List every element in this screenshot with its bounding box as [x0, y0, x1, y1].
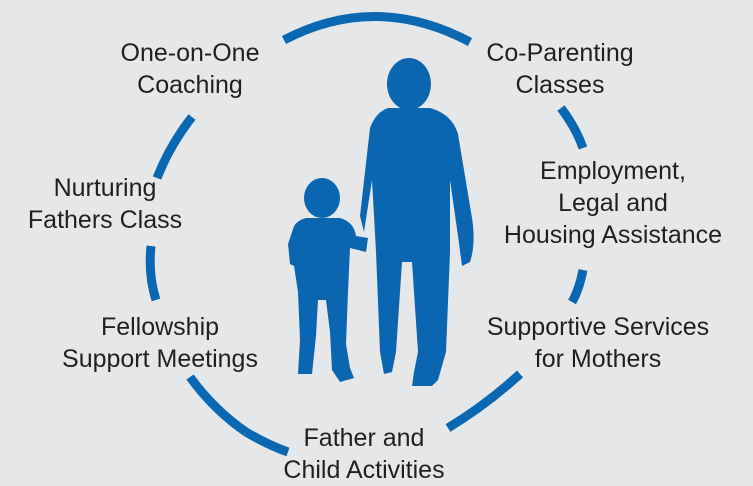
service-father-child-activities: Father and Child Activities — [254, 422, 474, 486]
service-label-line: Co-Parenting — [486, 39, 634, 67]
service-nurturing-fathers-class: Nurturing Fathers Class — [10, 172, 200, 236]
dashed-ring — [145, 12, 588, 457]
service-employment-legal-housing: Employment, Legal and Housing Assistance — [478, 155, 748, 251]
service-label-line: Fellowship — [100, 313, 220, 341]
ring-arc-bottom-right — [445, 370, 524, 432]
service-label-line: Legal and — [558, 189, 668, 217]
ring-arc-lower-left — [186, 374, 249, 436]
service-label-line: Child Activities — [283, 456, 445, 484]
father-silhouette-icon — [360, 58, 474, 386]
service-label-line: Classes — [515, 71, 605, 99]
ring-arc-upper-left — [152, 114, 196, 180]
ring-arc-bottom-left — [243, 428, 290, 457]
service-label-line: Housing Assistance — [503, 221, 723, 249]
ring-arc-right — [568, 269, 588, 305]
service-label-line: for Mothers — [534, 345, 662, 373]
ring-arc-top — [281, 12, 473, 46]
child-silhouette-icon — [288, 178, 368, 382]
service-label-line: Nurturing — [53, 174, 157, 202]
service-label-line: Supportive Services — [486, 313, 710, 341]
ring-arc-left — [145, 245, 161, 302]
ring-arc-upper-right — [557, 105, 588, 150]
service-supportive-services-mothers: Supportive Services for Mothers — [458, 311, 738, 375]
service-co-parenting-classes: Co-Parenting Classes — [470, 37, 650, 101]
service-label-line: Fathers Class — [27, 206, 183, 234]
service-label-line: Father and — [303, 424, 425, 452]
service-label-line: Coaching — [137, 71, 243, 99]
service-label-line: One-on-One — [120, 39, 260, 67]
service-label-line: Support Meetings — [62, 345, 258, 373]
service-fellowship-support-meetings: Fellowship Support Meetings — [40, 311, 280, 375]
service-one-on-one-coaching: One-on-One Coaching — [100, 37, 280, 101]
service-label-line: Employment, — [540, 157, 686, 185]
